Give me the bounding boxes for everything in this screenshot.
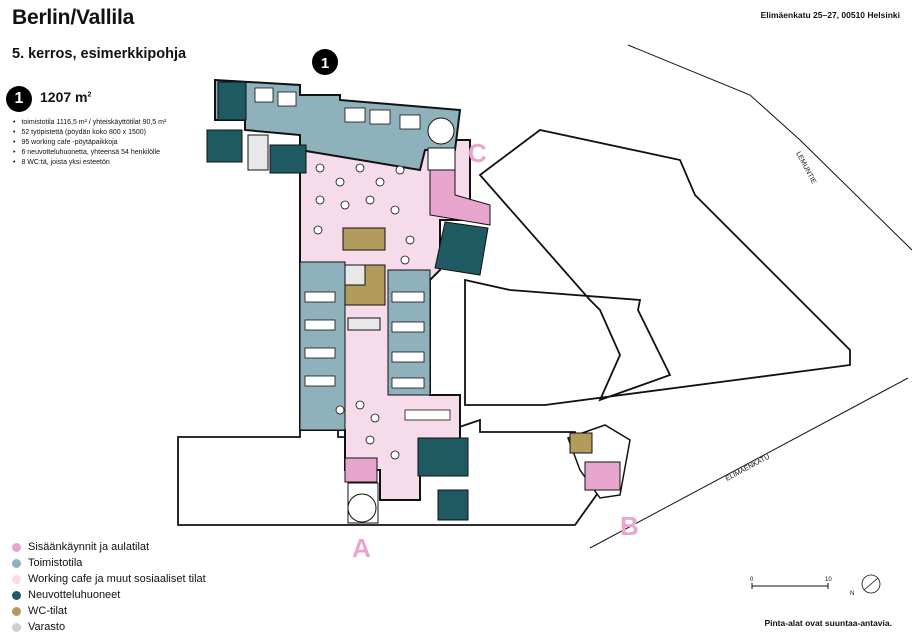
meeting-room [437, 489, 469, 521]
legend-swatch [12, 558, 21, 568]
meeting-room [417, 437, 469, 477]
legend-item: Neuvotteluhuoneet [12, 587, 206, 603]
outer-right-outline [455, 130, 850, 412]
office-right-strip [387, 269, 431, 396]
fact-item: 95 working cafe -pöytäpaikkoja [13, 138, 166, 148]
north-arrow-icon [861, 574, 881, 594]
scale-end: 10 [825, 577, 832, 583]
legend-label: Working cafe ja muut sosiaaliset tilat [28, 573, 206, 585]
entrance-label-c: C [468, 138, 487, 168]
legend-label: WC-tilat [28, 605, 68, 617]
legend-swatch [12, 542, 21, 552]
legend-label: Neuvotteluhuoneet [28, 589, 121, 601]
elimaenkatu-line [589, 377, 909, 549]
legend-label: Toimistotila [28, 557, 83, 569]
legend: Sisäänkäynnit ja aulatilat Toimistotila … [12, 539, 206, 635]
footnote: Pinta-alat ovat suuntaa-antavia. [764, 618, 892, 628]
plan-area-badge-number: 1 [321, 55, 329, 72]
area-size-unit: 2 [87, 91, 92, 99]
building-block-outline [464, 129, 851, 406]
meeting-room [206, 129, 243, 163]
spiral-stair-a [347, 493, 377, 523]
storage-room [347, 317, 381, 331]
scale-bar [751, 583, 829, 589]
wc-block [342, 227, 386, 251]
cafe-tables [313, 163, 415, 460]
entrance-label-b: B [620, 511, 639, 541]
plan-area-badge [312, 49, 338, 75]
elevator-c [427, 147, 456, 171]
elevator-shaft [344, 264, 366, 286]
area-size: 1207 m2 [40, 89, 91, 105]
stair-core-a [347, 482, 379, 524]
address: Elimäenkatu 25–27, 00510 Helsinki [760, 10, 900, 20]
street-label-elimaenkatu: ELIMÄENKATU [724, 453, 771, 483]
legend-swatch [12, 622, 21, 632]
legend-swatch [12, 590, 21, 600]
office-top-wing [214, 78, 462, 172]
floor-subtitle: 5. kerros, esimerkkipohja [12, 46, 187, 62]
north-label: N [850, 591, 854, 597]
legend-item: Working cafe ja muut sosiaaliset tilat [12, 571, 206, 587]
legend-item: WC-tilat [12, 603, 206, 619]
legend-item: Toimistotila [12, 555, 206, 571]
area-size-value: 1207 m [40, 89, 88, 105]
legend-label: Sisäänkäynnit ja aulatilat [28, 541, 150, 553]
lobby-a [344, 457, 378, 483]
street-lines [589, 44, 912, 549]
fact-item: 6 neuvotteluhuonetta, yhteensä 54 henkil… [13, 148, 166, 158]
meeting-room [269, 144, 307, 174]
storage-room [247, 134, 269, 171]
page-title: Berlin/Vallila [12, 6, 135, 29]
office-desks [254, 87, 425, 389]
spiral-stair-c [427, 117, 455, 145]
scale-start: 0 [750, 577, 754, 583]
office-left-strip [299, 261, 346, 431]
stair-tower-b [567, 424, 631, 499]
lemuntie-line [627, 44, 912, 251]
legend-swatch [12, 574, 21, 584]
entrance-label-a: A [352, 533, 371, 563]
area-number-badge: 1 [6, 86, 32, 112]
meeting-room [217, 81, 247, 121]
street-label-lemuntie: LEMUNTIE [794, 151, 817, 186]
fact-item: 52 työpistettä (pöydän koko 800 x 1500) [13, 128, 166, 138]
facts-list: toimistotila 1116,5 m² / yhteiskäyttötil… [13, 118, 166, 168]
meeting-table [404, 409, 451, 421]
fact-item: toimistotila 1116,5 m² / yhteiskäyttötil… [13, 118, 166, 128]
legend-label: Varasto [28, 621, 66, 633]
fact-item: 8 WC:tä, joista yksi esteetön [13, 158, 166, 168]
legend-item: Sisäänkäynnit ja aulatilat [12, 539, 206, 555]
legend-swatch [12, 606, 21, 616]
legend-item: Varasto [12, 619, 206, 635]
meeting-room-c [434, 221, 489, 276]
